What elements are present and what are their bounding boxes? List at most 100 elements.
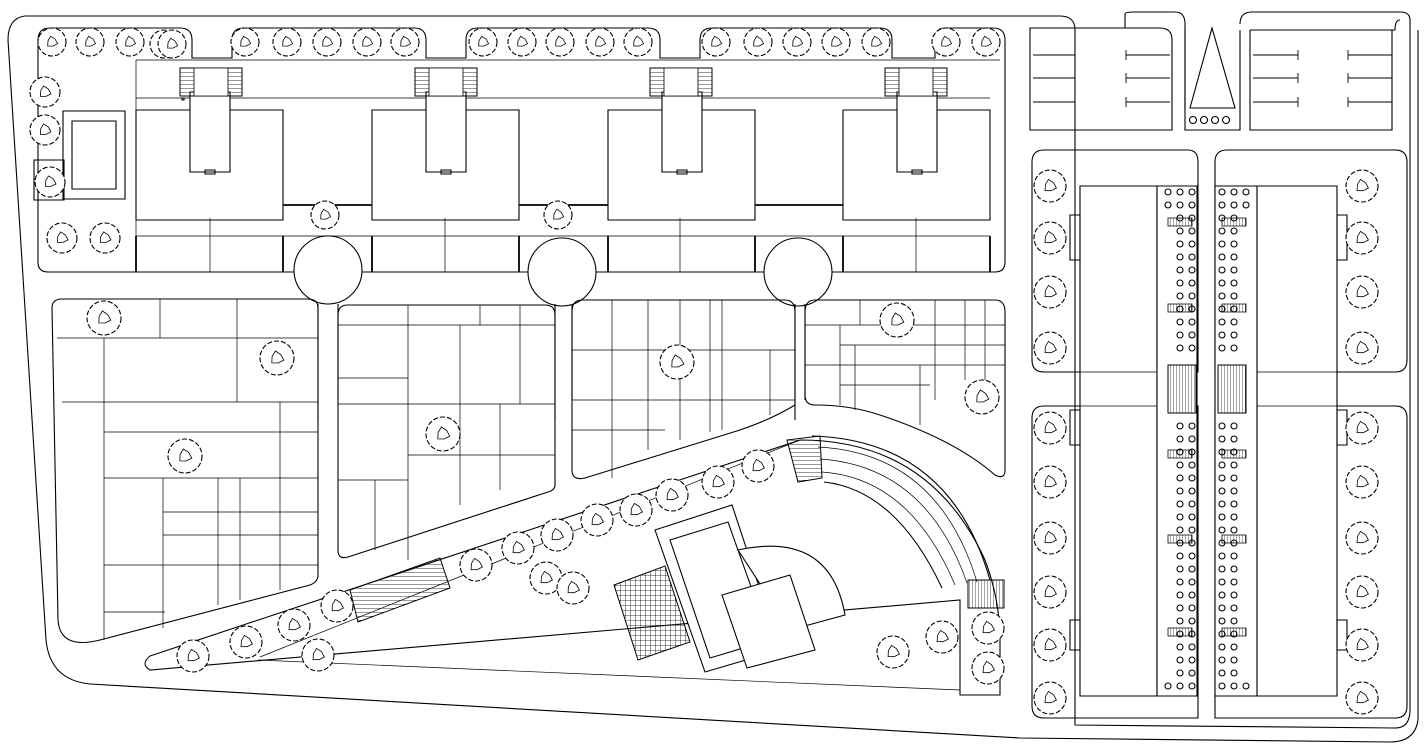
bollard-icon xyxy=(1189,306,1195,312)
bollard-icon xyxy=(1189,657,1195,663)
bollard-icon xyxy=(1177,683,1183,689)
bollard-icon xyxy=(1189,579,1195,585)
tree-icon xyxy=(47,223,77,253)
tree-icon xyxy=(391,28,419,56)
bollard-icon xyxy=(1231,501,1237,507)
tree-icon xyxy=(278,609,310,641)
tree-icon xyxy=(742,450,774,482)
tree-icon xyxy=(702,466,734,498)
bollard-icon xyxy=(1177,540,1183,546)
stairs-icon xyxy=(885,68,947,96)
tree-icon xyxy=(116,28,144,56)
bollard-icon xyxy=(1177,566,1183,572)
bollard-icon xyxy=(1219,644,1225,650)
tree-icon xyxy=(30,77,60,107)
tree-icon xyxy=(87,301,121,335)
tree-icon xyxy=(1034,332,1066,364)
bollard-icon xyxy=(1219,553,1225,559)
bollard-icon xyxy=(1165,202,1171,208)
bollard-icon xyxy=(1189,436,1195,442)
stairs-icon xyxy=(650,68,712,96)
bollard-icon xyxy=(1219,267,1225,273)
bollard-icon xyxy=(1189,683,1195,689)
tree-icon xyxy=(1346,682,1378,714)
stairs-icon xyxy=(415,68,477,96)
bollard-icon xyxy=(1231,462,1237,468)
hatch-pattern xyxy=(614,566,690,660)
bollard-icon xyxy=(1231,475,1237,481)
roundabout-2 xyxy=(528,238,596,306)
bollard-icon xyxy=(1219,670,1225,676)
lot-block-northeast xyxy=(805,300,1005,477)
bollard-icon xyxy=(1165,189,1171,195)
bollard-icon xyxy=(1177,345,1183,351)
bollard-icon xyxy=(1177,228,1183,234)
tree-layer xyxy=(30,28,1378,714)
bollard-icon xyxy=(1219,566,1225,572)
bollard-icon xyxy=(1219,423,1225,429)
residential-block-3 xyxy=(608,68,755,272)
bollard-icon xyxy=(1231,683,1237,689)
bollard-icon xyxy=(1231,228,1237,234)
stairs-icon xyxy=(787,436,1004,608)
tree-icon xyxy=(972,28,1000,56)
bollard-icon xyxy=(1189,618,1195,624)
bollard-icon xyxy=(1189,267,1195,273)
bollard-icon xyxy=(1219,592,1225,598)
bollard-icon xyxy=(1177,657,1183,663)
tree-icon xyxy=(1346,466,1378,498)
tree-icon xyxy=(1034,576,1066,608)
tree-icon xyxy=(90,223,120,253)
tree-icon xyxy=(1346,332,1378,364)
tree-icon xyxy=(35,167,65,197)
bollard-icon xyxy=(1231,189,1237,195)
bollard-icon xyxy=(1177,618,1183,624)
bollard-icon xyxy=(1177,254,1183,260)
bollard-icon xyxy=(1231,527,1237,533)
bollard-icon xyxy=(1177,332,1183,338)
tree-icon xyxy=(1034,222,1066,254)
bollard-icon xyxy=(1189,202,1195,208)
lot-block-middle xyxy=(338,305,555,560)
bollard-icon xyxy=(1177,280,1183,286)
tree-icon xyxy=(544,201,572,229)
tree-icon xyxy=(624,28,652,56)
bollard-icon xyxy=(1177,553,1183,559)
clubhouse xyxy=(655,505,845,672)
bollard-icon xyxy=(1177,306,1183,312)
east-building-east xyxy=(1215,186,1347,696)
bollard-icon xyxy=(1189,449,1195,455)
bollard-icon xyxy=(1177,241,1183,247)
bollard-icon xyxy=(1243,683,1249,689)
bollard-icon xyxy=(1189,332,1195,338)
tree-icon xyxy=(822,28,850,56)
tree-icon xyxy=(972,612,1004,644)
bollard-icon xyxy=(1177,514,1183,520)
tree-icon xyxy=(469,28,497,56)
bollard-icon xyxy=(1219,514,1225,520)
bollard-icon xyxy=(1177,436,1183,442)
bollard-icon xyxy=(1219,280,1225,286)
tree-icon xyxy=(353,28,381,56)
tree-icon xyxy=(260,341,294,375)
tree-icon xyxy=(460,549,492,581)
tree-icon xyxy=(965,380,999,414)
bollard-icon xyxy=(1189,462,1195,468)
bollard-icon xyxy=(1231,631,1237,637)
east-block-upper xyxy=(1032,150,1407,372)
bollard-icon xyxy=(1219,202,1225,208)
bollard-icon xyxy=(1231,566,1237,572)
bollard-icon xyxy=(1219,683,1225,689)
tree-icon xyxy=(1034,522,1066,554)
bollard-row xyxy=(1190,117,1230,124)
bollard-icon xyxy=(1231,592,1237,598)
tree-icon xyxy=(321,590,353,622)
bollard-icon xyxy=(1177,644,1183,650)
bollard-icon xyxy=(1177,423,1183,429)
tree-icon xyxy=(1346,170,1378,202)
stairs-icon xyxy=(350,558,450,622)
bollard-icon xyxy=(1189,501,1195,507)
tree-icon xyxy=(508,28,536,56)
bollard-icon xyxy=(1219,579,1225,585)
